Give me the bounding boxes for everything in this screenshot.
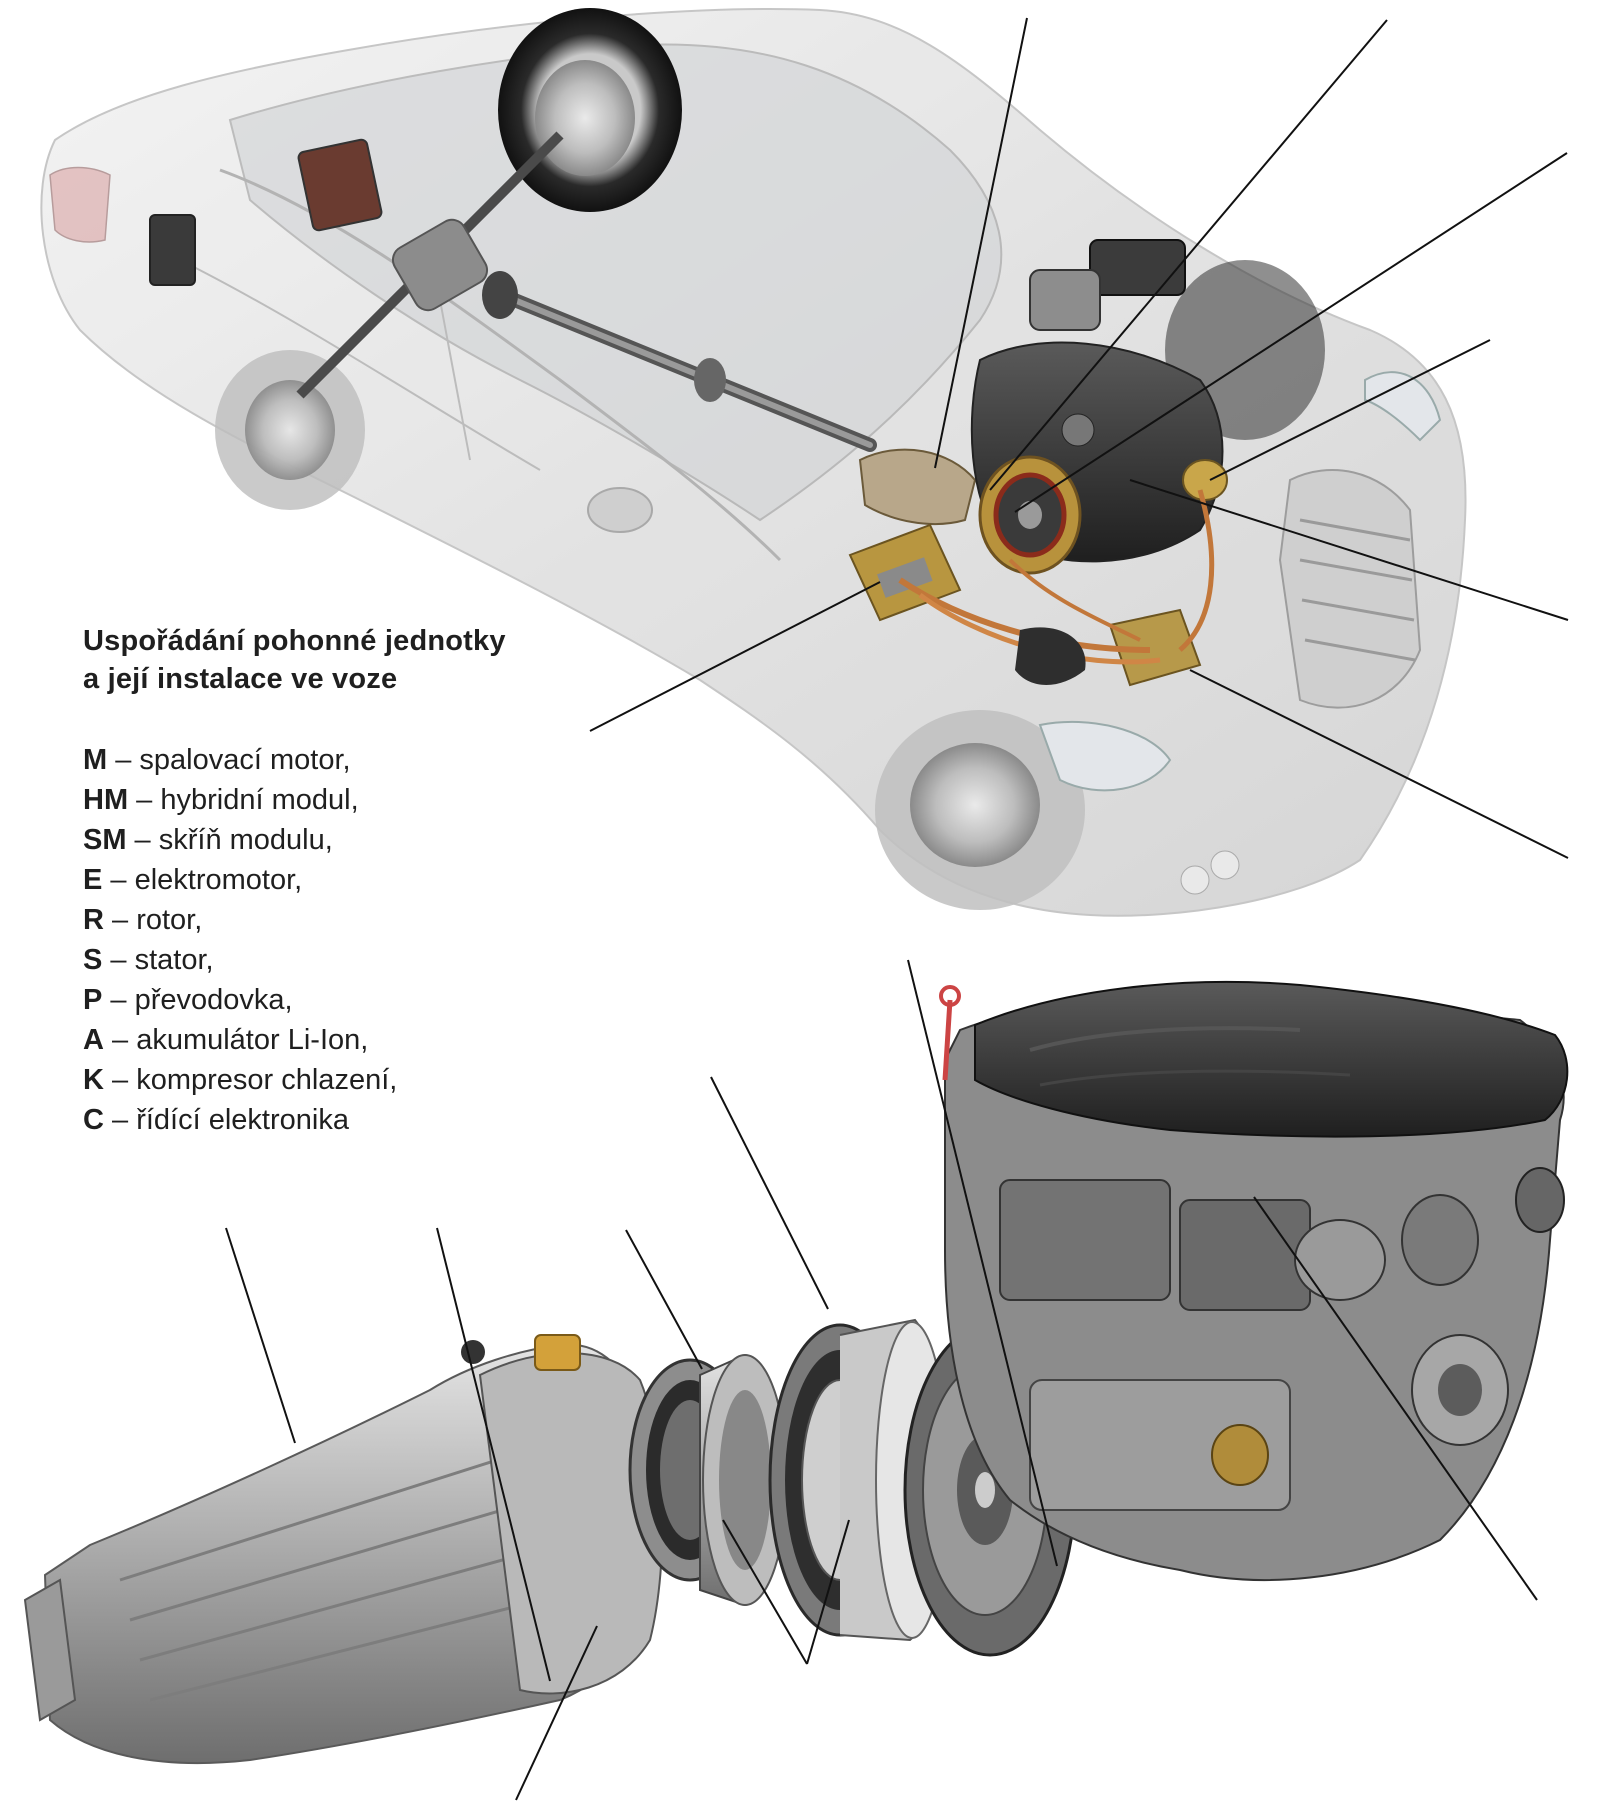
leader-line [1189,669,1569,859]
leader-line [934,17,1028,469]
leader-line [806,1519,850,1665]
legend-code: C [83,1104,104,1136]
leader-line [1253,1196,1538,1601]
legend-text: – hybridní modul, [128,784,359,816]
legend-caption: Uspořádání pohonné jednotky a její insta… [83,622,506,1156]
leader-line [436,1227,551,1682]
leader-line [225,1227,296,1444]
leader-line [989,19,1388,491]
legend-text: – kompresor chlazení, [103,1064,398,1096]
legend-item: HM – hybridní modul, [83,780,506,820]
legend-item: M – spalovací motor, [83,740,506,780]
transmission [23,1334,664,1765]
leader-line [1209,339,1491,481]
legend-code: SM [83,824,127,856]
caption-title-line: a její instalace ve voze [83,663,398,695]
leader-line [589,581,881,732]
legend-item: K – kompresor chlazení, [83,1060,506,1100]
legend-item: R – rotor, [83,900,506,940]
legend-code: P [83,984,103,1016]
legend-item: C – řídící elektronika [83,1100,506,1140]
legend-text: – akumulátor Li-Ion, [103,1024,369,1056]
drive-shaft [482,271,877,452]
legend-text: – skříň modulu, [126,824,333,856]
leader-line [1014,152,1568,513]
legend-code: A [83,1024,104,1056]
leader-line [907,959,1058,1567]
engine-bay [848,239,1228,687]
legend-text: – spalovací motor, [107,744,351,776]
rear-wheel-upper [498,8,682,212]
stator [768,1318,952,1642]
combustion-engine [939,980,1569,1581]
legend-item: A – akumulátor Li-Ion, [83,1020,506,1060]
legend-code: M [83,744,108,776]
legend-code: E [83,864,103,896]
leader-line [722,1519,808,1665]
caption-title: Uspořádání pohonné jednotky a její insta… [83,622,506,698]
leader-line [1129,479,1569,621]
legend-item: S – stator, [83,940,506,980]
hybrid-module-car [978,455,1082,575]
legend-code: R [83,904,104,936]
front-grille [1278,469,1422,709]
rotor [699,1353,788,1607]
legend-code: HM [83,784,129,816]
car-cutaway [40,8,1467,917]
legend-text: – převodovka, [102,984,293,1016]
legend-code: K [83,1064,104,1096]
legend-item: SM – skříň modulu, [83,820,506,860]
leader-line [515,1625,598,1801]
exploded-drivetrain [23,980,1569,1765]
legend-text: – elektromotor, [102,864,303,896]
rear-axle [296,131,564,399]
rear-wheel-lower [215,350,365,510]
legend-item: E – elektromotor, [83,860,506,900]
legend-list: M – spalovací motor, HM – hybridní modul… [83,740,506,1140]
caption-title-line: Uspořádání pohonné jednotky [83,625,506,657]
front-wheel-lower [875,710,1085,910]
leader-line [625,1229,703,1370]
leader-lines [225,17,1569,1801]
legend-text: – rotor, [103,904,203,936]
legend-item: P – převodovka, [83,980,506,1020]
legend-code: S [83,944,103,976]
leader-line [710,1076,829,1310]
legend-text: – stator, [102,944,214,976]
legend-text: – řídící elektronika [103,1104,349,1136]
